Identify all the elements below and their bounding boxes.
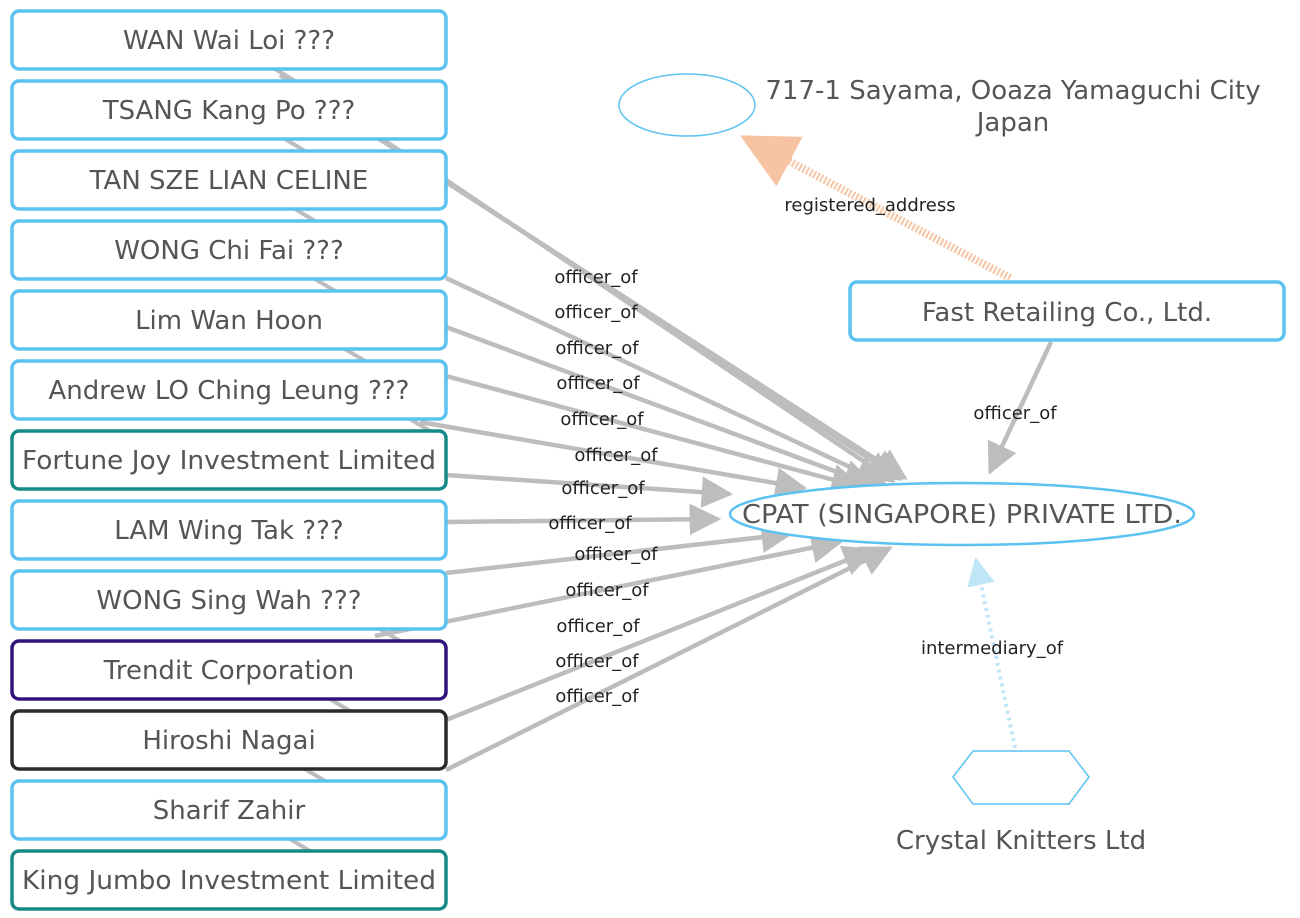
officer-edge-label: officer_of bbox=[554, 302, 638, 323]
officer-edge-label: officer_of bbox=[554, 267, 638, 288]
left-node[interactable]: Trendit Corporation bbox=[10, 639, 448, 701]
officer-edge bbox=[445, 472, 734, 508]
center-label: CPAT (SINGAPORE) PRIVATE LTD. bbox=[742, 500, 1182, 530]
left-node[interactable]: Hiroshi Nagai bbox=[10, 709, 448, 771]
connector-stub bbox=[328, 697, 352, 713]
left-node-box bbox=[10, 709, 448, 771]
fast-retailing-box bbox=[848, 280, 1286, 342]
officer-edge bbox=[444, 545, 893, 773]
officer-edge-label: officer_of bbox=[548, 513, 632, 534]
left-node[interactable]: WONG Sing Wah ??? bbox=[10, 569, 448, 631]
left-node-box bbox=[10, 219, 448, 281]
left-node-label: Fortune Joy Investment Limited bbox=[22, 446, 436, 476]
left-node-label: WONG Chi Fai ??? bbox=[114, 236, 344, 266]
connector-stub bbox=[378, 627, 402, 643]
left-node-box bbox=[10, 849, 448, 911]
intermediary-edge-label: intermediary_of bbox=[921, 638, 1064, 659]
registered-edge-label: registered_address bbox=[784, 195, 955, 216]
left-node-label: King Jumbo Investment Limited bbox=[22, 866, 436, 896]
left-node-label: Hiroshi Nagai bbox=[142, 726, 315, 756]
fast-retailing-edge-label: officer_of bbox=[973, 403, 1057, 424]
left-node-box bbox=[10, 499, 448, 561]
officer-edge-label: officer_of bbox=[574, 544, 658, 565]
left-node[interactable]: WONG Chi Fai ??? bbox=[10, 219, 448, 281]
officer-edge bbox=[445, 545, 875, 723]
edges-layer bbox=[278, 73, 1054, 773]
left-node-label: Lim Wan Hoon bbox=[135, 306, 323, 336]
left-nodes: WAN Wai Loi ??? TSANG Kang Po ??? TAN SZE … bbox=[10, 9, 448, 911]
officer-edge bbox=[445, 324, 875, 490]
left-node[interactable]: TSANG Kang Po ??? bbox=[10, 79, 448, 141]
left-node-box bbox=[10, 639, 448, 701]
officer-edge bbox=[444, 178, 896, 483]
left-node-label: TAN SZE LIAN CELINE bbox=[89, 166, 369, 196]
connector-stub bbox=[313, 277, 337, 293]
officer-edge-label: officer_of bbox=[556, 616, 640, 637]
connector-stub bbox=[303, 767, 327, 783]
officer-edge-label: officer_of bbox=[555, 686, 639, 707]
connector-stub bbox=[293, 207, 317, 223]
address-line2: Japan bbox=[975, 108, 1050, 138]
left-node-box bbox=[10, 149, 448, 211]
officer-edge-label: officer_of bbox=[561, 478, 645, 499]
left-node-label: TSANG Kang Po ??? bbox=[102, 96, 356, 126]
left-node[interactable]: King Jumbo Investment Limited bbox=[10, 849, 448, 911]
left-node-box bbox=[10, 359, 448, 421]
officer-edge bbox=[445, 373, 864, 495]
left-node-label: Sharif Zahir bbox=[153, 796, 306, 826]
officer-edge bbox=[445, 275, 887, 486]
officer-edge-label: officer_of bbox=[555, 651, 639, 672]
address-ellipse bbox=[618, 73, 756, 137]
left-node-box bbox=[10, 9, 448, 71]
fast-retailing-edge bbox=[987, 341, 1054, 475]
left-node-box bbox=[10, 779, 448, 841]
fast-retailing-node[interactable]: Fast Retailing Co., Ltd. bbox=[848, 280, 1286, 342]
left-node-box bbox=[10, 79, 448, 141]
left-node[interactable]: LAM Wing Tak ??? bbox=[10, 499, 448, 561]
officer-edge bbox=[445, 521, 794, 576]
left-node-box bbox=[10, 429, 448, 491]
left-node[interactable]: Sharif Zahir bbox=[10, 779, 448, 841]
officer-edge bbox=[445, 503, 722, 536]
connector-stubs bbox=[273, 67, 432, 853]
connector-stub bbox=[288, 837, 312, 853]
officer-edge bbox=[374, 532, 844, 639]
center-node[interactable]: CPAT (SINGAPORE) PRIVATE LTD. bbox=[728, 481, 1196, 547]
connector-stub bbox=[283, 137, 307, 153]
left-node-label: Trendit Corporation bbox=[103, 656, 354, 686]
address-node[interactable]: 717-1 Sayama, Ooaza Yamaguchi City Japan bbox=[618, 73, 1261, 138]
left-node[interactable]: Andrew LO Ching Leung ??? bbox=[10, 359, 448, 421]
registered-address-edge bbox=[740, 134, 1012, 282]
left-node[interactable]: WAN Wai Loi ??? bbox=[10, 9, 448, 71]
left-node-box bbox=[10, 289, 448, 351]
officer-edge-label: officer_of bbox=[555, 338, 639, 359]
left-node[interactable]: Fortune Joy Investment Limited bbox=[10, 429, 448, 491]
officer-edge-label: officer_of bbox=[574, 445, 658, 466]
hexagon-icon bbox=[952, 750, 1090, 805]
fast-retailing-label: Fast Retailing Co., Ltd. bbox=[922, 298, 1212, 328]
left-node[interactable]: TAN SZE LIAN CELINE bbox=[10, 149, 448, 211]
left-node-label: WAN Wai Loi ??? bbox=[123, 26, 335, 56]
officer-edge bbox=[419, 419, 808, 499]
officer-edge-label: officer_of bbox=[560, 409, 644, 430]
left-node-box bbox=[10, 569, 448, 631]
connector-stub bbox=[408, 417, 432, 433]
edge-labels-layer: registered_address officer_of intermedia… bbox=[548, 195, 1063, 707]
officer-edge-label: officer_of bbox=[565, 580, 649, 601]
left-node[interactable]: Lim Wan Hoon bbox=[10, 289, 448, 351]
address-line1: 717-1 Sayama, Ooaza Yamaguchi City bbox=[765, 76, 1260, 106]
center-ellipse bbox=[728, 481, 1196, 547]
intermediary-label: Crystal Knitters Ltd bbox=[896, 826, 1146, 856]
officer-edge-label: officer_of bbox=[556, 373, 640, 394]
intermediary-node[interactable]: Crystal Knitters Ltd bbox=[896, 750, 1146, 856]
connector-stub bbox=[273, 67, 297, 83]
left-node-label: Andrew LO Ching Leung ??? bbox=[49, 376, 410, 406]
connector-stub bbox=[343, 347, 367, 363]
left-node-label: WONG Sing Wah ??? bbox=[96, 586, 361, 616]
left-node-label: LAM Wing Tak ??? bbox=[114, 516, 343, 546]
